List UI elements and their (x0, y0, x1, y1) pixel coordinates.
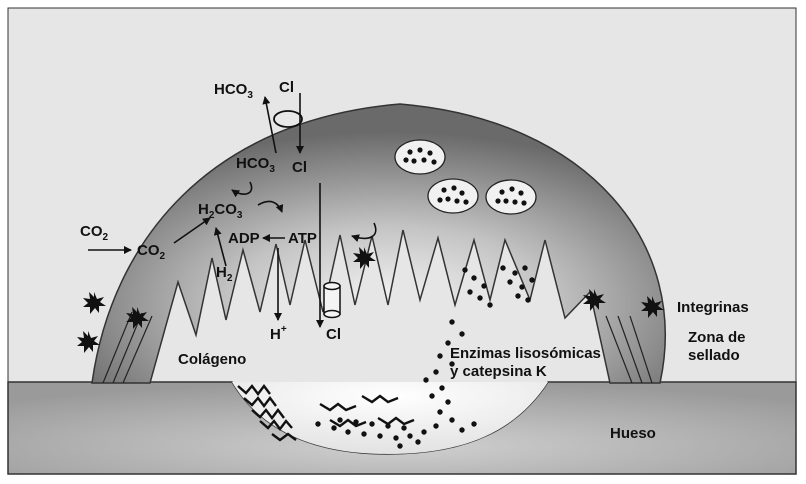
lysosome-vesicle-3 (485, 179, 537, 215)
chloride-channel-membrane (273, 110, 303, 128)
label-zona-2: sellado (688, 347, 740, 364)
label-hplus: H+ (270, 324, 287, 343)
label-co2-out: CO2 (80, 223, 109, 243)
label-h2: H2 (216, 264, 233, 284)
lysosome-vesicle-2 (427, 178, 479, 214)
label-cl-in: Cl (292, 159, 307, 176)
reaction-arrows (88, 93, 377, 328)
integrin-star-left-3 (77, 331, 100, 353)
integrin-star-left-1 (83, 292, 106, 314)
collagen-fragments (237, 384, 415, 442)
label-hco3-in: HCO3 (236, 155, 275, 175)
label-zona-1: Zona de (688, 329, 746, 346)
sealing-zone-right (605, 315, 653, 384)
integrin-star-right-1 (583, 289, 606, 311)
label-hco3-out: HCO3 (214, 81, 253, 101)
sealing-zone-left (102, 311, 153, 384)
integrin-star-right-2 (641, 296, 664, 318)
label-atp: ATP (288, 230, 317, 247)
label-enzimas-1: Enzimas lisosómicas (450, 345, 601, 362)
integrin-star-left-2 (126, 307, 149, 329)
chloride-channel-ruffled-border (323, 281, 341, 319)
label-cl-bottom: Cl (326, 326, 341, 343)
enzyme-dots (315, 265, 535, 449)
label-co2-in: CO2 (137, 242, 166, 262)
label-hueso: Hueso (610, 425, 656, 442)
label-enzimas-2: y catepsina K (450, 363, 547, 380)
integrin-star-membrane (353, 247, 376, 269)
label-integrinas: Integrinas (677, 299, 749, 316)
label-h2co3: H2CO3 (198, 201, 243, 221)
lysosome-vesicle-1 (394, 139, 446, 175)
label-cl-top: Cl (279, 79, 294, 96)
label-adp: ADP (228, 230, 260, 247)
osteoclast-cell (91, 103, 666, 384)
resorption-lacuna (232, 382, 548, 454)
label-colageno: Colágeno (178, 351, 246, 368)
